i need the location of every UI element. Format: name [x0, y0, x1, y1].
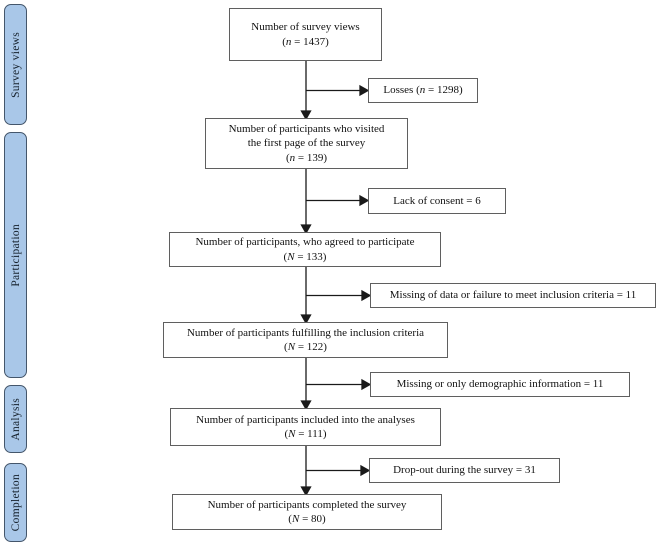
flow-box-survey-views: Number of survey views(n = 1437) — [229, 8, 382, 61]
phase-tab-analysis: Analysis — [4, 385, 27, 453]
exclusion-box-missing-demographic: Missing or only demographic information … — [370, 372, 630, 397]
exclusion-box-drop-out: Drop-out during the survey = 31 — [369, 458, 560, 483]
flow-box-fulfilling-inclusion: Number of participants fulfilling the in… — [163, 322, 448, 358]
flow-box-completed-survey: Number of participants completed the sur… — [172, 494, 442, 530]
phase-tab-completion: Completion — [4, 463, 27, 542]
phase-tab-participation: Participation — [4, 132, 27, 378]
flow-box-agreed-to-participate: Number of participants, who agreed to pa… — [169, 232, 441, 267]
exclusion-box-losses: Losses (n = 1298) — [368, 78, 478, 103]
flow-box-included-into-analyses: Number of participants included into the… — [170, 408, 441, 446]
exclusion-box-lack-of-consent: Lack of consent = 6 — [368, 188, 506, 214]
exclusion-box-missing-data: Missing of data or failure to meet inclu… — [370, 283, 656, 308]
phase-tab-survey-views: Survey views — [4, 4, 27, 125]
